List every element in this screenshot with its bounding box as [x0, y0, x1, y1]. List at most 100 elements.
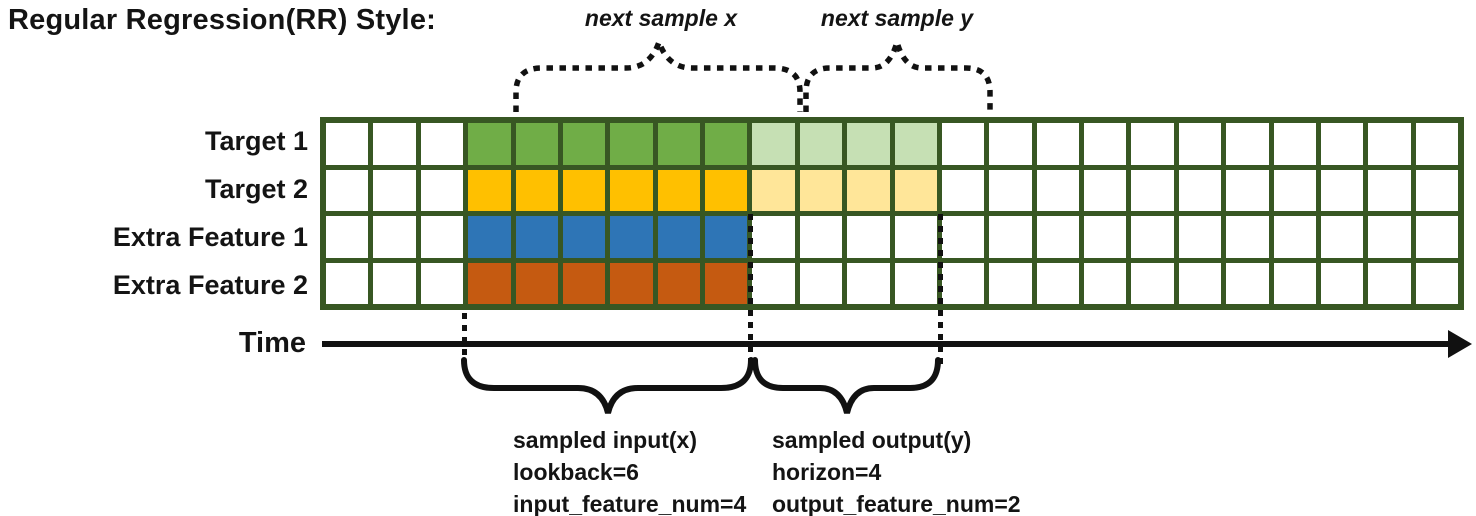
grid-cell: [1273, 262, 1316, 304]
grid-cell: [420, 216, 464, 258]
grid-cell: [941, 123, 985, 165]
grid-cell: [373, 262, 416, 304]
next-sample-x-brace: [513, 33, 803, 112]
sampled-output-line1: sampled output(y): [772, 427, 972, 453]
grid-cell: [847, 169, 890, 211]
grid-cell: [1178, 169, 1222, 211]
grid-cell: [420, 169, 464, 211]
grid-cell: [326, 123, 369, 165]
grid-cell: [1320, 262, 1364, 304]
sampled-output-line2: horizon=4: [772, 459, 882, 485]
grid-cell: [610, 123, 653, 165]
grid-cell: [1131, 216, 1174, 258]
next-sample-y-label: next sample y: [820, 5, 974, 31]
grid-cell: [705, 123, 748, 165]
next-sample-y-brace: [803, 31, 993, 112]
grid-cell: [752, 216, 795, 258]
grid-cell: [894, 123, 937, 165]
grid-cell: [941, 216, 985, 258]
grid-cell: [1368, 216, 1411, 258]
grid-cell: [1368, 123, 1411, 165]
grid-cell: [799, 123, 843, 165]
next-sample-x-label: next sample x: [584, 5, 738, 31]
grid-cell: [562, 262, 606, 304]
grid-cell: [1178, 216, 1222, 258]
grid-cell: [657, 169, 700, 211]
grid-cell: [1226, 216, 1269, 258]
grid-cell: [1036, 123, 1079, 165]
grid-cell: [705, 169, 748, 211]
grid-cell: [420, 262, 464, 304]
grid-cell: [752, 123, 795, 165]
grid-cell: [657, 262, 700, 304]
grid: [320, 117, 1464, 310]
row-label-target-2: Target 2: [204, 173, 308, 204]
grid-cell: [894, 216, 937, 258]
grid-cell: [610, 216, 653, 258]
grid-cell: [1226, 123, 1269, 165]
grid-cell: [610, 262, 653, 304]
grid-cell: [373, 216, 416, 258]
grid-cell: [1368, 169, 1411, 211]
grid-cell: [1368, 262, 1411, 304]
grid-cell: [468, 169, 511, 211]
grid-cell: [1226, 262, 1269, 304]
grid-cell: [1178, 123, 1222, 165]
grid-cell: [1036, 216, 1079, 258]
grid-cell: [894, 262, 937, 304]
sampled-input-brace: [461, 357, 754, 414]
grid-cell: [1084, 216, 1127, 258]
grid-cell: [989, 262, 1032, 304]
time-axis-label: Time: [238, 327, 306, 359]
grid-cell: [989, 123, 1032, 165]
grid-cell: [657, 123, 700, 165]
grid-cell: [1320, 216, 1364, 258]
grid-cell: [1415, 262, 1458, 304]
grid-cell: [989, 169, 1032, 211]
time-axis-arrowhead-icon: [1448, 330, 1472, 358]
grid-cell: [1036, 169, 1079, 211]
grid-cell: [468, 262, 511, 304]
row-label-extra-feature-2: Extra Feature 2: [112, 270, 308, 301]
grid-cell: [847, 262, 890, 304]
grid-cell: [1273, 169, 1316, 211]
grid-cell: [1415, 123, 1458, 165]
grid-cell: [1415, 216, 1458, 258]
row-labels: Target 1 Target 2 Extra Feature 1 Extra …: [0, 117, 308, 310]
grid-cell: [515, 123, 558, 165]
grid-cell: [1226, 169, 1269, 211]
grid-cell: [1036, 262, 1079, 304]
grid-cell: [562, 123, 606, 165]
row-label-target-1: Target 1: [204, 125, 308, 156]
grid-cell: [941, 262, 985, 304]
sampled-input-line2: lookback=6: [513, 459, 639, 485]
grid-cell: [705, 216, 748, 258]
grid-cell: [1131, 169, 1174, 211]
grid-cell: [326, 216, 369, 258]
grid-cell: [515, 216, 558, 258]
grid-cell: [847, 123, 890, 165]
grid-cell: [420, 123, 464, 165]
grid-cell: [657, 216, 700, 258]
grid-cell: [705, 262, 748, 304]
sampled-input-caption: sampled input(x) lookback=6 input_featur…: [513, 424, 746, 516]
grid-cell: [799, 216, 843, 258]
grid-cell: [562, 216, 606, 258]
sampled-output-caption: sampled output(y) horizon=4 output_featu…: [772, 424, 1021, 516]
grid-cell: [752, 169, 795, 211]
row-label-extra-feature-1: Extra Feature 1: [112, 222, 308, 253]
grid-cell: [610, 169, 653, 211]
grid-cell: [1131, 123, 1174, 165]
grid-cell: [562, 169, 606, 211]
sampled-input-line1: sampled input(x): [513, 427, 698, 453]
grid-cell: [468, 123, 511, 165]
grid-cell: [847, 216, 890, 258]
grid-cell: [752, 262, 795, 304]
grid-cell: [1320, 169, 1364, 211]
grid-cell: [799, 262, 843, 304]
grid-cell: [894, 169, 937, 211]
grid-cell: [1273, 123, 1316, 165]
grid-cell: [468, 216, 511, 258]
